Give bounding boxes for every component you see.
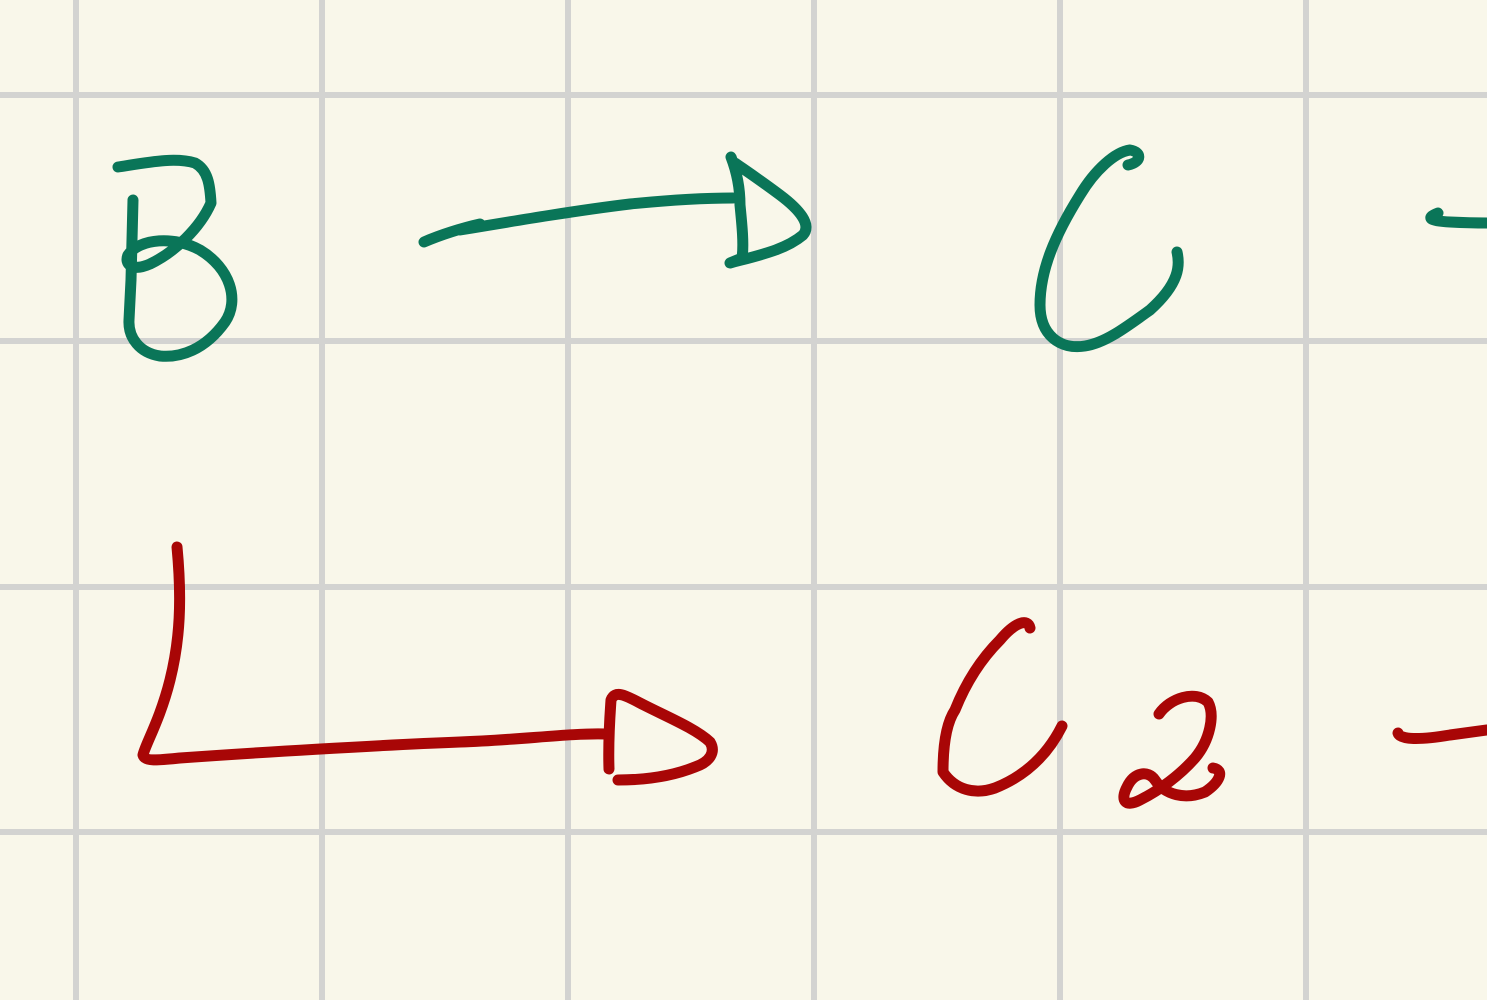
- subscript-two-stroke: [1118, 690, 1226, 809]
- letter-b: [112, 154, 238, 362]
- arrow-right-icon: [418, 151, 812, 269]
- arrow-stub-row2: [1392, 724, 1487, 744]
- elbow-arrow-head: [603, 688, 718, 786]
- letter-c: [1034, 144, 1184, 353]
- arrow-head: [724, 151, 812, 269]
- letter-c2-c-stroke: [937, 617, 1068, 797]
- elbow-arrow-icon: [137, 541, 718, 786]
- arrow-shaft: [418, 192, 739, 248]
- elbow-arrow-shaft: [137, 541, 611, 766]
- arrow-continuation: [1425, 207, 1487, 229]
- letter-c-row2: [937, 617, 1068, 797]
- arrow-continuation-row2: [1392, 724, 1487, 744]
- letter-b-stroke: [112, 154, 238, 362]
- row1-diagram: [112, 144, 1487, 362]
- arrow-stub: [1425, 207, 1487, 229]
- row2-diagram: [137, 541, 1487, 809]
- letter-c-stroke: [1034, 144, 1184, 353]
- subscript-two: [1118, 690, 1226, 809]
